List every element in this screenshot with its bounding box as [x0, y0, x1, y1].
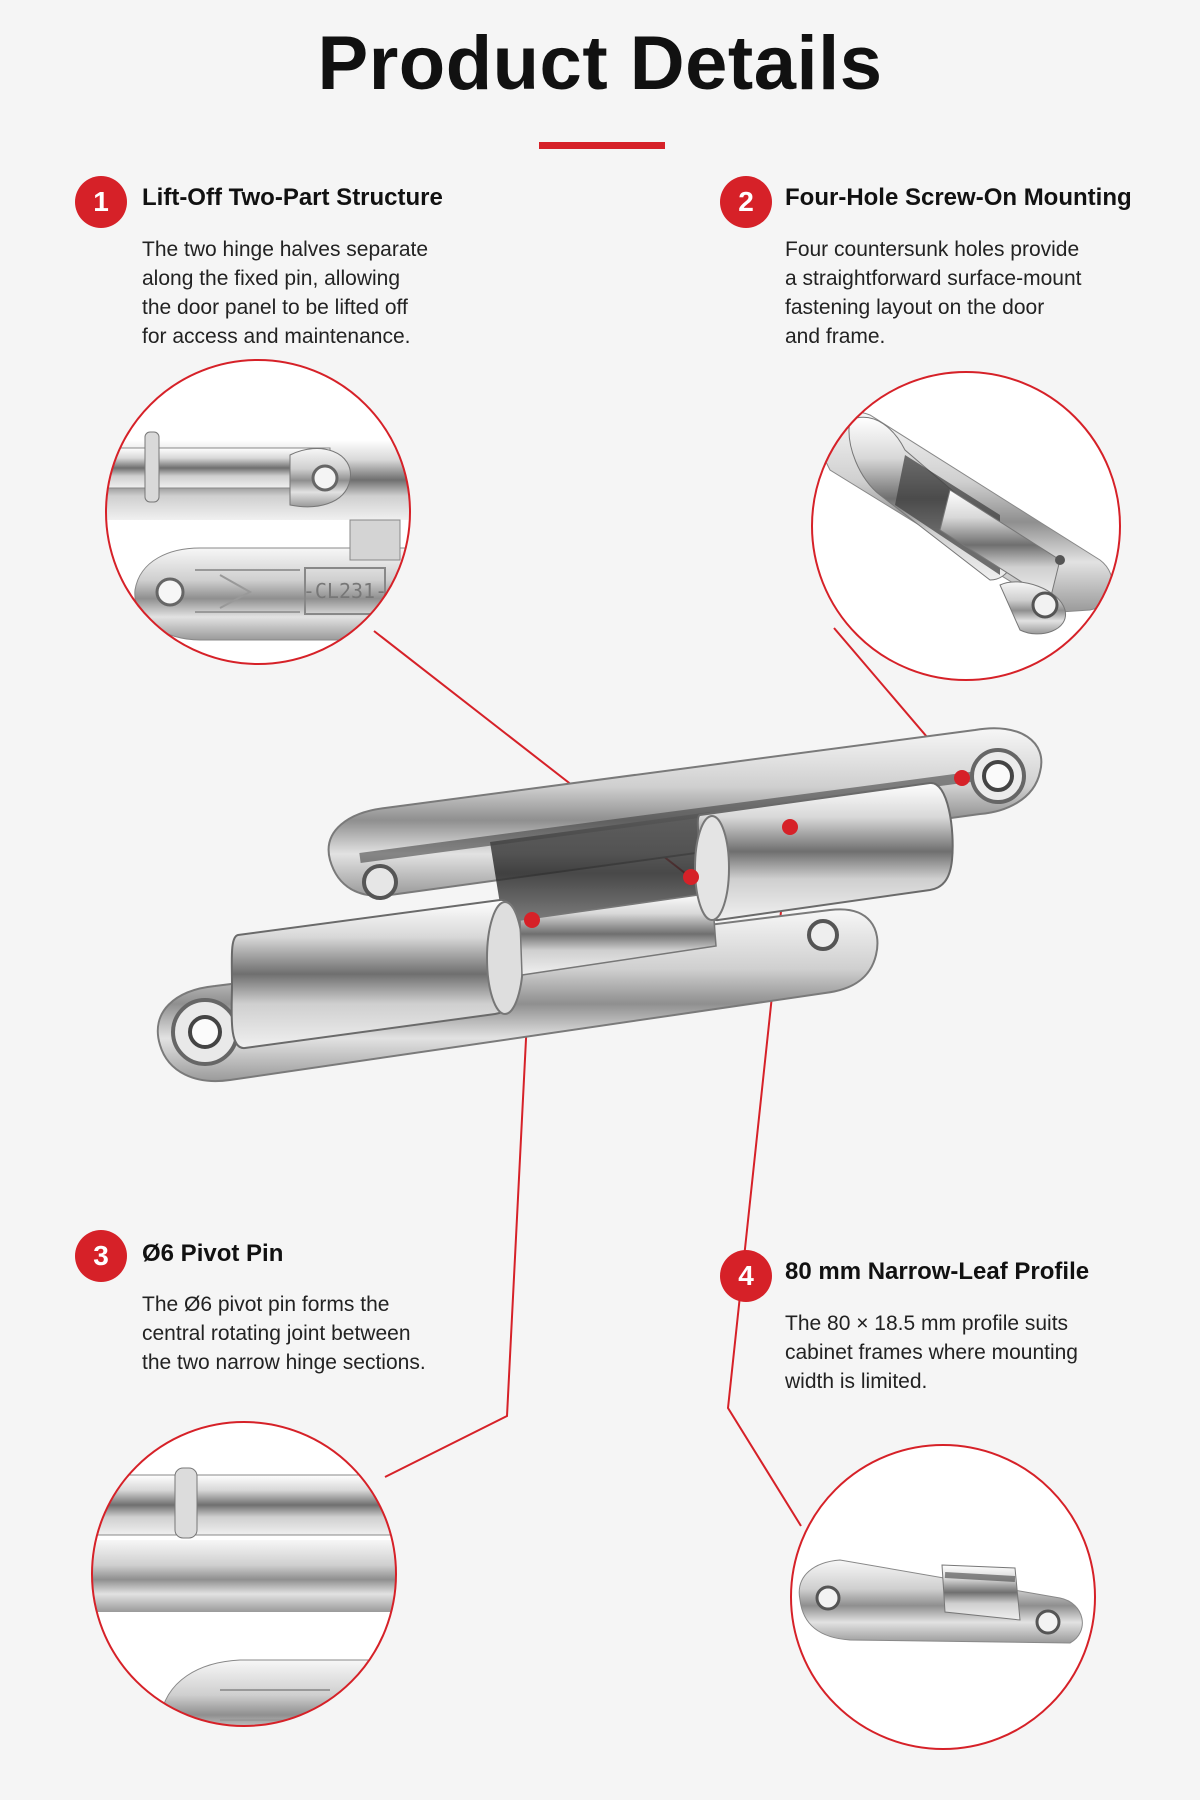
hinge-pin-closeup-icon: -CL231- [106, 431, 410, 641]
hinge-part-marking: -CL231- [303, 579, 387, 603]
hinge-knuckle-closeup-icon [819, 411, 1113, 635]
main-hinge-image [156, 727, 1043, 1082]
feature-3-description: The Ø6 pivot pin forms the central rotat… [142, 1293, 426, 1374]
feature-4-title: 80 mm Narrow-Leaf Profile [785, 1258, 1090, 1285]
feature-1-description: The two hinge halves separate along the … [142, 238, 429, 348]
detail-circle-4 [790, 1444, 1096, 1750]
feature-2-title: Four-Hole Screw-On Mounting [785, 184, 1132, 211]
feature-4-badge: 4 [720, 1250, 772, 1302]
feature-1-title: Lift-Off Two-Part Structure [142, 184, 443, 211]
feature-3-badge: 3 [75, 1230, 127, 1282]
feature-2-description: Four countersunk holes provide a straigh… [785, 238, 1082, 348]
detail-circle-2 [811, 371, 1121, 681]
single-leaf-knuckle-icon [798, 1559, 1083, 1644]
detail-circle-3 [91, 1421, 397, 1727]
title-underline [539, 142, 665, 149]
feature-2-badge: 2 [720, 176, 772, 228]
feature-1-badge: 1 [75, 176, 127, 228]
feature-4-description: The 80 × 18.5 mm profile suits cabinet f… [785, 1312, 1078, 1393]
detail-circle-1: -CL231- [105, 359, 411, 665]
page-title: Product Details [317, 21, 883, 106]
feature-3-title: Ø6 Pivot Pin [142, 1240, 284, 1267]
